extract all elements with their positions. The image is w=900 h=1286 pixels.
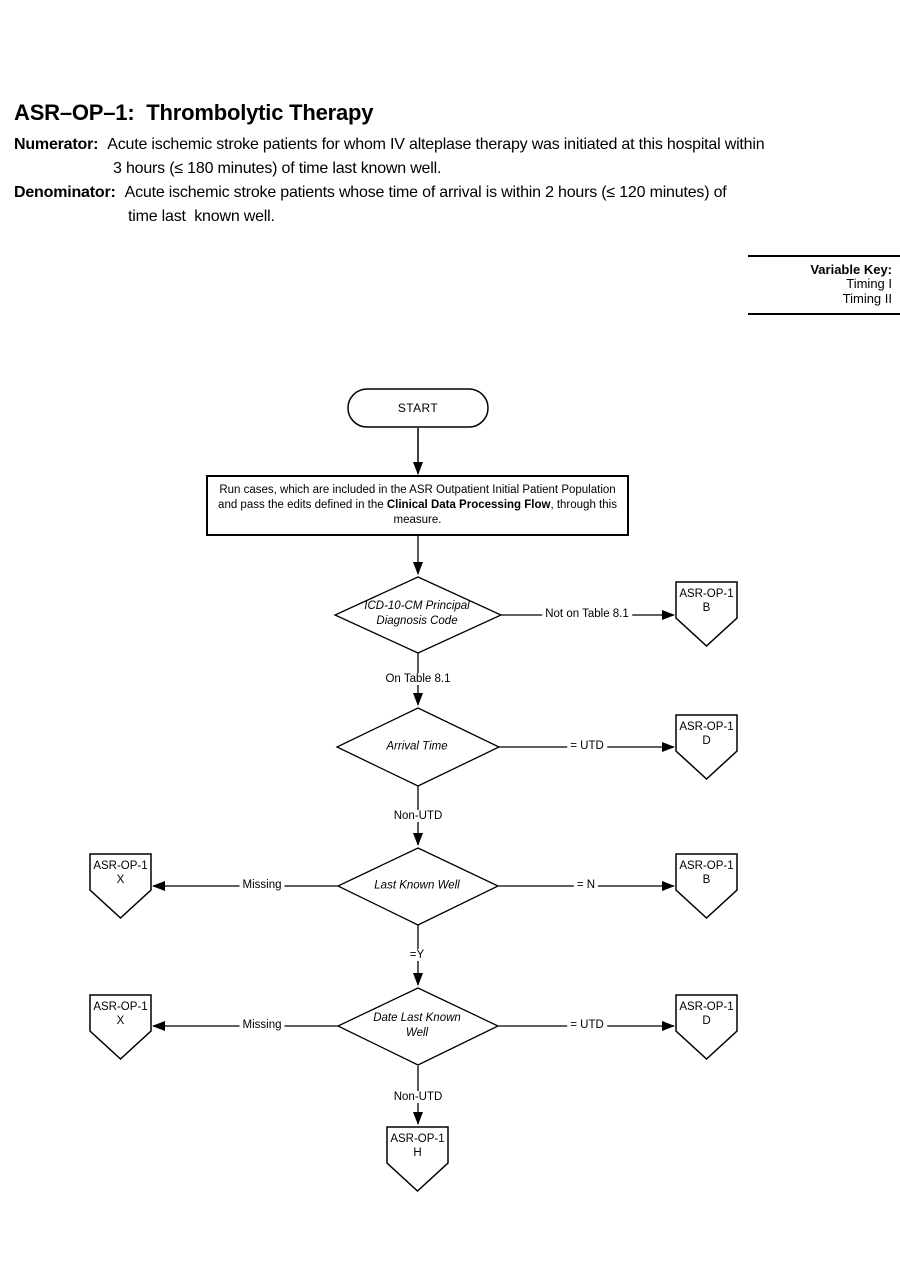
offpage-connector-b2-label: ASR-OP-1 B: [679, 860, 734, 886]
page-title: ASR–OP–1: Thrombolytic Therapy: [14, 100, 374, 125]
offpage-connector-d1-label: ASR-OP-1 D: [679, 721, 734, 747]
edge-label-on-table: On Table 8.1: [382, 673, 454, 685]
offpage-connector-d1-shape: [675, 714, 738, 781]
process-line-3: measure.: [393, 514, 442, 526]
offpage-connector-d2-shape: [675, 994, 738, 1061]
header: ASR–OP–1: Thrombolytic Therapy Numerator…: [14, 100, 874, 229]
decision4-diamond-shape: [336, 987, 500, 1066]
offpage-connector-x1-label: ASR-OP-1 X: [93, 860, 148, 886]
variable-key-box: Variable Key: Timing I Timing II: [748, 255, 900, 315]
variable-key-title: Variable Key:: [810, 262, 892, 277]
numerator-text: Acute ischemic stroke patients for whom …: [107, 136, 765, 153]
denominator-line: Denominator: Acute ischemic stroke patien…: [14, 181, 874, 205]
denominator-text: Acute ischemic stroke patients whose tim…: [124, 184, 727, 201]
offpage-connector-h1-shape: [386, 1126, 449, 1193]
process-bold-text: Clinical Data Processing Flow: [386, 499, 551, 511]
decision2-label: Arrival Time: [386, 740, 448, 753]
decision1-label: ICD-10-CM Principal Diagnosis Code: [364, 600, 470, 627]
offpage-connector-b2-shape: [675, 853, 738, 920]
edge-label-eq-n: = N: [573, 879, 599, 891]
numerator-line-2: 3 hours (≤ 180 minutes) of time last kno…: [113, 160, 442, 177]
denominator-label: Denominator:: [14, 184, 116, 201]
edge-label-utd-2: = UTD: [567, 1019, 607, 1031]
process-line-1: Run cases, which are included in the ASR…: [219, 484, 616, 496]
offpage-connector-b1-shape: [675, 581, 738, 648]
denominator-line-2: time last known well.: [128, 208, 275, 225]
offpage-connector-x2-label: ASR-OP-1 X: [93, 1001, 148, 1027]
edge-label-non-utd-2: Non-UTD: [390, 1091, 446, 1103]
offpage-connector-h1-label: ASR-OP-1 H: [390, 1133, 445, 1159]
process-box-shape: [206, 475, 629, 536]
variable-key-item-2: Timing II: [842, 290, 892, 306]
start-terminator-shape: [347, 388, 489, 428]
offpage-connector-d2-label: ASR-OP-1 D: [679, 1001, 734, 1027]
edge-label-non-utd-1: Non-UTD: [390, 810, 446, 822]
edge-label-utd-1: = UTD: [567, 740, 607, 752]
numerator-label: Numerator:: [14, 136, 99, 153]
numerator-line: Numerator: Acute ischemic stroke patients…: [14, 133, 874, 157]
process-line-2: and pass the edits defined in the Clinic…: [218, 499, 617, 511]
edge-label-missing-2: Missing: [239, 1019, 285, 1031]
start-terminator-label: START: [397, 401, 439, 415]
offpage-connector-b1-label: ASR-OP-1 B: [679, 588, 734, 614]
process-box-text: Run cases, which are included in the ASR…: [207, 476, 628, 535]
edge-label-not-on-table: Not on Table 8.1: [542, 608, 632, 620]
edge-label-eq-y: =Y: [406, 949, 428, 961]
offpage-connector-x2-shape: [89, 994, 152, 1061]
offpage-connector-x1-shape: [89, 853, 152, 920]
edge-label-missing-1: Missing: [239, 879, 285, 891]
decision4-label: Date Last Known Well: [373, 1012, 461, 1039]
decision3-label: Last Known Well: [374, 879, 460, 892]
variable-key-item-1: Timing I: [846, 276, 892, 291]
